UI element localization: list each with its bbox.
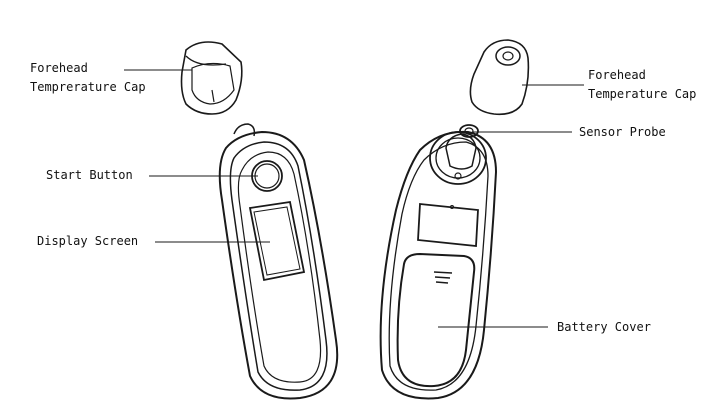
back-thermometer (379, 124, 498, 400)
leader-lines (124, 69, 584, 328)
label-forehead-cap-left-line2: Temprerature Cap (30, 80, 146, 94)
label-forehead-cap-right: Forehead Temperature Cap (588, 66, 696, 104)
label-sensor-probe: Sensor Probe (579, 125, 666, 139)
label-start-button: Start Button (46, 168, 133, 182)
label-forehead-cap-left-line1: Forehead (30, 61, 88, 75)
label-battery-cover: Battery Cover (557, 320, 651, 334)
label-forehead-cap-left: Forehead Temprerature Cap (30, 59, 146, 97)
label-forehead-cap-right-line1: Forehead (588, 68, 646, 82)
label-display-screen: Display Screen (37, 234, 139, 248)
label-forehead-cap-right-line2: Temperature Cap (588, 87, 697, 101)
right-forehead-cap (469, 39, 530, 116)
left-forehead-cap (180, 41, 243, 115)
front-thermometer (218, 123, 339, 400)
